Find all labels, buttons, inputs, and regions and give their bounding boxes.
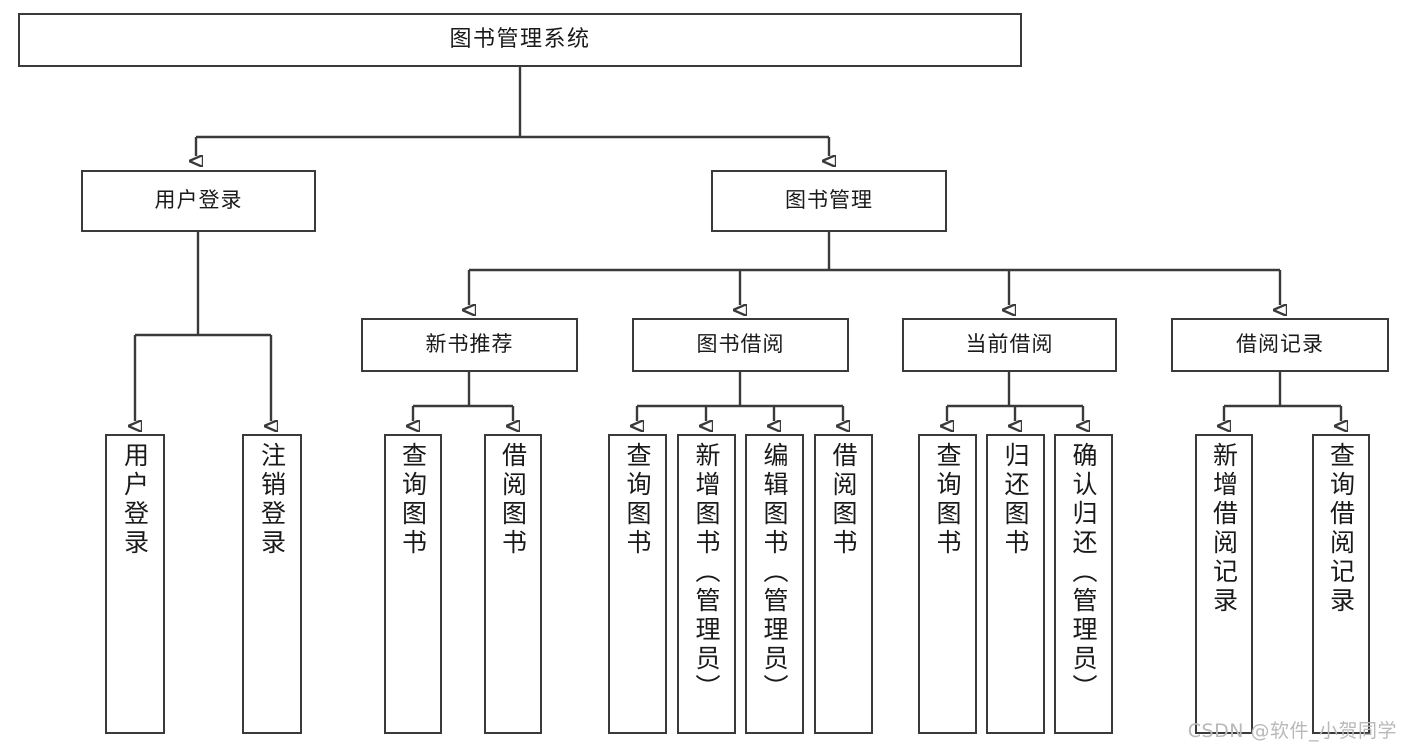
node-leaf-query-book-1-label: 查询图书: [398, 442, 428, 558]
node-leaf-query-book-3-label: 查询图书: [933, 442, 962, 558]
node-leaf-logout-login[interactable]: 注销登录: [242, 434, 302, 734]
node-user-login-label: 用户登录: [154, 188, 243, 213]
node-root[interactable]: 图书管理系统: [18, 13, 1022, 67]
node-user-login[interactable]: 用户登录: [81, 170, 316, 232]
node-leaf-query-record[interactable]: 查询借阅记录: [1312, 434, 1370, 734]
node-leaf-edit-book-label: 编辑图书（管理员）: [760, 442, 789, 703]
node-leaf-query-book-3[interactable]: 查询图书: [918, 434, 977, 734]
node-borrow-record[interactable]: 借阅记录: [1171, 318, 1389, 372]
node-leaf-confirm-return[interactable]: 确认归还（管理员）: [1054, 434, 1113, 734]
node-leaf-borrow-book-2[interactable]: 借阅图书: [814, 434, 873, 734]
node-leaf-query-book-2[interactable]: 查询图书: [608, 434, 667, 734]
node-leaf-add-record-label: 新增借阅记录: [1209, 442, 1239, 616]
node-leaf-query-record-label: 查询借阅记录: [1326, 442, 1356, 616]
node-leaf-borrow-book-2-label: 借阅图书: [829, 442, 858, 558]
node-leaf-add-record[interactable]: 新增借阅记录: [1195, 434, 1253, 734]
node-borrow-record-label: 借阅记录: [1236, 332, 1324, 357]
node-leaf-user-login-label: 用户登录: [120, 442, 150, 558]
node-leaf-add-book-label: 新增图书（管理员）: [692, 442, 721, 703]
node-leaf-edit-book[interactable]: 编辑图书（管理员）: [745, 434, 804, 734]
node-current-borrow[interactable]: 当前借阅: [902, 318, 1117, 372]
node-leaf-add-book[interactable]: 新增图书（管理员）: [677, 434, 736, 734]
node-leaf-query-book-2-label: 查询图书: [623, 442, 652, 558]
node-leaf-query-book-1[interactable]: 查询图书: [384, 434, 442, 734]
node-leaf-user-login[interactable]: 用户登录: [105, 434, 165, 734]
node-current-borrow-label: 当前借阅: [965, 332, 1054, 357]
node-leaf-return-book[interactable]: 归还图书: [986, 434, 1045, 734]
node-new-book-recommend-label: 新书推荐: [425, 332, 514, 357]
node-leaf-borrow-book-1-label: 借阅图书: [498, 442, 528, 558]
node-book-manage-label: 图书管理: [785, 188, 873, 213]
node-new-book-recommend[interactable]: 新书推荐: [361, 318, 578, 372]
node-book-borrow[interactable]: 图书借阅: [632, 318, 849, 372]
node-root-label: 图书管理系统: [449, 26, 591, 52]
node-leaf-return-book-label: 归还图书: [1001, 442, 1030, 558]
node-book-manage[interactable]: 图书管理: [711, 170, 947, 232]
node-leaf-borrow-book-1[interactable]: 借阅图书: [484, 434, 542, 734]
node-leaf-logout-login-label: 注销登录: [257, 442, 287, 558]
node-leaf-confirm-return-label: 确认归还（管理员）: [1069, 442, 1098, 703]
node-book-borrow-label: 图书借阅: [696, 332, 785, 357]
